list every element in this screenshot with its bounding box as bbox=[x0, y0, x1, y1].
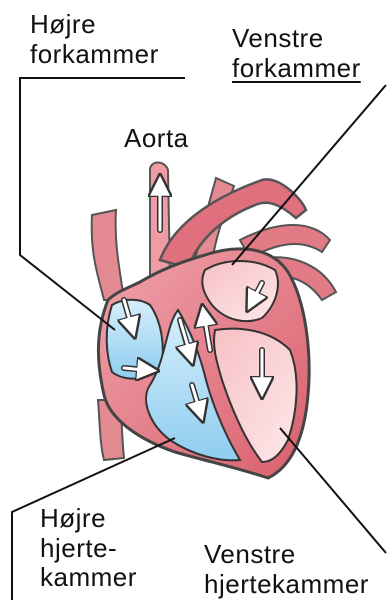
label-left-ventricle: Venstre hjertekammer bbox=[204, 540, 369, 599]
superior-vena-cava bbox=[92, 210, 124, 300]
label-right-ventricle: Højre hjerte- kammer bbox=[40, 504, 137, 593]
label-right-ventricle-line1: Højre bbox=[40, 504, 137, 534]
label-left-ventricle-line1: Venstre bbox=[204, 540, 369, 570]
leader-left-ventricle bbox=[280, 428, 386, 553]
label-left-atrium-line2: forkammer bbox=[232, 54, 361, 84]
heart-body bbox=[98, 249, 309, 478]
label-left-ventricle-line2: hjertekammer bbox=[204, 570, 369, 600]
label-right-ventricle-line2: hjerte- bbox=[40, 534, 137, 564]
label-left-atrium-line1: Venstre bbox=[232, 24, 361, 54]
label-right-atrium-line1: Højre bbox=[30, 10, 159, 40]
label-right-ventricle-line3: kammer bbox=[40, 563, 137, 593]
label-left-atrium: Venstre forkammer bbox=[232, 24, 361, 83]
label-right-atrium: Højre forkammer bbox=[30, 10, 159, 69]
label-aorta: Aorta bbox=[124, 124, 189, 154]
label-right-atrium-line2: forkammer bbox=[30, 40, 159, 70]
